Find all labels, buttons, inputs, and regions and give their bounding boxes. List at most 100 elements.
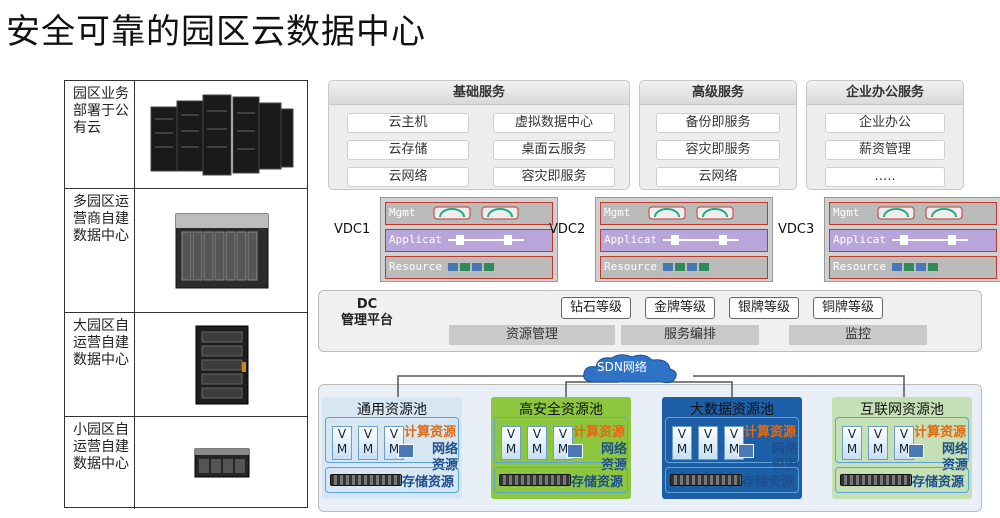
service-item: 桌面云服务 bbox=[493, 140, 615, 160]
service-item: 容灾即服务 bbox=[656, 140, 780, 160]
service-item: 云存储 bbox=[347, 140, 469, 160]
network-icon bbox=[738, 444, 754, 458]
advanced-services-title: 高级服务 bbox=[640, 81, 796, 105]
basic-services-box: 基础服务 云主机 虚拟数据中心 云存储 桌面云服务 云网络 容灾即服务 bbox=[328, 80, 630, 190]
vdc-mgmt-row: Mgmt bbox=[829, 202, 997, 225]
blade-server-image bbox=[136, 189, 307, 312]
storage-device-icon bbox=[670, 474, 742, 486]
vdc-app-label: Applicat bbox=[604, 233, 657, 246]
row-label: 小园区自运营自建数据中心 bbox=[65, 417, 135, 509]
storage-box: 存储资源 bbox=[494, 467, 628, 493]
storage-box: 存储资源 bbox=[325, 467, 459, 493]
level-silver: 银牌等级 bbox=[729, 297, 799, 319]
pool-title: 高安全资源池 bbox=[519, 402, 603, 418]
vdc3-panel: Mgmt Applicat Resource bbox=[824, 197, 1000, 282]
gauge-icon bbox=[877, 206, 963, 220]
vdc-resource-label: Resource bbox=[833, 260, 886, 273]
storage-label: 存储资源 bbox=[741, 475, 794, 490]
app-flow-icon bbox=[663, 235, 739, 245]
network-label: 网络资源 bbox=[941, 442, 968, 473]
compute-label: 计算资源 bbox=[913, 425, 966, 440]
level-gold: 金牌等级 bbox=[645, 297, 715, 319]
vdc-app-row: Applicat bbox=[600, 229, 768, 252]
network-icon bbox=[908, 444, 924, 458]
vdc2-panel: Mgmt Applicat Resource bbox=[595, 197, 773, 282]
level-bronze: 铜牌等级 bbox=[813, 297, 883, 319]
compute-label: 计算资源 bbox=[572, 425, 625, 440]
network-label: 网络资源 bbox=[600, 442, 627, 473]
sdn-label: SDN网络 bbox=[597, 360, 647, 374]
advanced-services-box: 高级服务 备份即服务 容灾即服务 云网络 bbox=[639, 80, 797, 190]
vdc-mgmt-label: Mgmt bbox=[389, 206, 416, 219]
row-label: 园区业务部署于公有云 bbox=[65, 81, 135, 188]
storage-box: 存储资源 bbox=[835, 467, 969, 493]
storage-device-icon bbox=[840, 474, 912, 486]
pool-title: 互联网资源池 bbox=[860, 402, 944, 418]
vdc-app-row: Applicat bbox=[385, 229, 553, 252]
deployment-table: 园区业务部署于公有云 多园区运营商自建数据中心 bbox=[64, 80, 308, 509]
vdc-mgmt-label: Mgmt bbox=[833, 206, 860, 219]
table-row: 小园区自运营自建数据中心 bbox=[65, 417, 307, 509]
vdc-resource-label: Resource bbox=[389, 260, 442, 273]
compute-label: 计算资源 bbox=[403, 425, 456, 440]
network-icon bbox=[567, 444, 583, 458]
vdc-mgmt-row: Mgmt bbox=[385, 202, 553, 225]
gauge-icon bbox=[433, 206, 519, 220]
vdc-app-label: Applicat bbox=[833, 233, 886, 246]
network-label: 网络资源 bbox=[431, 442, 458, 473]
vdc1-panel: Mgmt Applicat Resource bbox=[380, 197, 558, 282]
resource-icon bbox=[663, 263, 709, 271]
basic-services-title: 基础服务 bbox=[329, 81, 629, 105]
service-item: 云网络 bbox=[656, 167, 780, 187]
service-item: 虚拟数据中心 bbox=[493, 113, 615, 133]
pool-title: 通用资源池 bbox=[357, 402, 427, 418]
service-item: 云网络 bbox=[347, 167, 469, 187]
dc-title-line1: DC bbox=[356, 297, 378, 312]
vdc-resource-row: Resource bbox=[385, 256, 553, 279]
server-cabinet-image bbox=[136, 313, 307, 416]
vdc-app-row: Applicat bbox=[829, 229, 997, 252]
table-row: 多园区运营商自建数据中心 bbox=[65, 189, 307, 313]
vdc2-label: VDC2 bbox=[549, 222, 586, 237]
office-services-box: 企业办公服务 企业办公 薪资管理 ….. bbox=[806, 80, 964, 190]
service-item: 备份即服务 bbox=[656, 113, 780, 133]
vdc-resource-row: Resource bbox=[600, 256, 768, 279]
resource-icon bbox=[892, 263, 938, 271]
vdc-resource-row: Resource bbox=[829, 256, 997, 279]
dc-title: DC 管理平台 bbox=[341, 297, 393, 329]
office-services-title: 企业办公服务 bbox=[807, 81, 963, 105]
network-label: 网络资源 bbox=[771, 442, 798, 473]
dc-title-line2: 管理平台 bbox=[341, 313, 394, 328]
storage-label: 存储资源 bbox=[401, 475, 454, 490]
server-rack-image bbox=[136, 81, 307, 188]
storage-label: 存储资源 bbox=[570, 475, 623, 490]
storage-box: 存储资源 bbox=[665, 467, 799, 493]
resource-icon bbox=[448, 263, 494, 271]
service-item: 云主机 bbox=[347, 113, 469, 133]
vdc3-label: VDC3 bbox=[778, 222, 815, 237]
compute-label: 计算资源 bbox=[743, 425, 796, 440]
table-row: 园区业务部署于公有云 bbox=[65, 81, 307, 189]
vdc1-label: VDC1 bbox=[334, 222, 371, 237]
small-server-image bbox=[136, 417, 307, 509]
level-diamond: 钻石等级 bbox=[561, 297, 631, 319]
monitoring-bar: 监控 bbox=[789, 325, 927, 345]
pool-title: 大数据资源池 bbox=[690, 402, 774, 418]
vdc-resource-label: Resource bbox=[604, 260, 657, 273]
storage-label: 存储资源 bbox=[911, 475, 964, 490]
network-icon bbox=[398, 444, 414, 458]
storage-device-icon bbox=[499, 474, 571, 486]
service-item: ….. bbox=[825, 167, 945, 187]
vdc-mgmt-row: Mgmt bbox=[600, 202, 768, 225]
dc-management-platform: DC 管理平台 钻石等级 金牌等级 银牌等级 铜牌等级 资源管理 服务编排 监控 bbox=[318, 290, 982, 352]
